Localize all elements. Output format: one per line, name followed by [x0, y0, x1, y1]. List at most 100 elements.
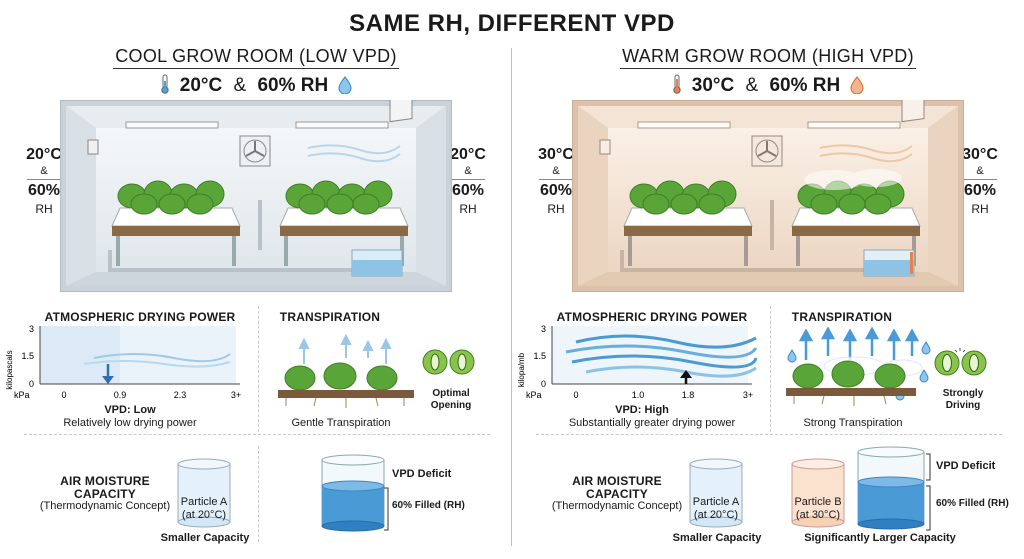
- cool-capacity-sub: (Thermodynamic Concept): [39, 500, 171, 512]
- warm-capacity-heading-2: CAPACITY: [585, 487, 649, 501]
- cool-capacity-heading-2: CAPACITY: [73, 487, 137, 501]
- ac-unit-icon: [901, 100, 925, 123]
- deficit-label: VPD Deficit: [936, 460, 996, 472]
- side-rh-value: 60%: [27, 182, 61, 199]
- vpd-marker-arrow: [680, 370, 692, 378]
- thermometer-icon: [673, 74, 682, 94]
- dashed-separator: [770, 306, 771, 432]
- warm-capacity-sub: (Thermodynamic Concept): [551, 500, 683, 512]
- cool-vpd-label: VPD: Low: [104, 404, 156, 416]
- cool-transpiration-caption: Gentle Transpiration: [291, 417, 391, 429]
- filled-label: 60% Filled (RH): [392, 500, 465, 511]
- warm-temp: 30°C: [691, 75, 735, 96]
- warm-rh: 60% RH: [769, 75, 841, 96]
- lettuce-plants: [117, 180, 393, 215]
- lettuce-plants: [629, 180, 905, 215]
- warm-x-tick: 1.8: [682, 390, 695, 400]
- warm-axis-label: kilopa/mb: [517, 352, 526, 387]
- cool-room-panel: COOL GROW ROOM (LOW VPD) 20°C & 60% RH 2…: [0, 46, 512, 544]
- dashed-separator: [258, 306, 259, 432]
- side-amp: &: [552, 165, 560, 177]
- cool-drying-heading: ATMOSPHERIC DRYING POWER: [44, 310, 236, 324]
- cool-side-label-right: 20°C & 60% RH: [436, 145, 500, 219]
- particle-a-caption: Smaller Capacity: [672, 532, 762, 544]
- side-temp: 20°C: [450, 146, 486, 163]
- particle-a-cylinder: [177, 458, 231, 528]
- cool-transpiration-heading: TRANSPIRATION: [279, 310, 381, 324]
- warm-x-tick: 0: [573, 390, 578, 400]
- warm-drying-caption: Substantially greater drying power: [568, 417, 736, 429]
- grow-light: [637, 121, 731, 129]
- warm-panel-title: WARM GROW ROOM (HIGH VPD): [512, 46, 1024, 69]
- water-drop-icon: [337, 76, 352, 95]
- particle-a-temp: (at 20°C): [693, 509, 739, 521]
- thermometer-icon: [161, 74, 170, 94]
- warm-transpiration-illustration: [786, 326, 931, 406]
- cool-x-tick: 2.3: [174, 390, 187, 400]
- side-rh-value: 60%: [451, 182, 485, 199]
- cool-y-tick: 0: [29, 379, 34, 389]
- warm-amp: &: [745, 75, 759, 96]
- cool-stomata-label-1: Optimal: [432, 388, 470, 399]
- particle-b-temp: (at 30°C): [795, 509, 841, 521]
- side-temp: 20°C: [26, 146, 62, 163]
- warm-drying-heading: ATMOSPHERIC DRYING POWER: [556, 310, 748, 324]
- warm-transpiration-heading: TRANSPIRATION: [791, 310, 893, 324]
- warm-room-panel: WARM GROW ROOM (HIGH VPD) 30°C & 60% RH …: [512, 0, 1024, 559]
- particle-a-caption: Smaller Capacity: [160, 532, 250, 544]
- cool-y-tick: 1.5: [21, 351, 34, 361]
- water-reservoir: [863, 249, 915, 277]
- warm-capacity-heading-1: AIR MOISTURE: [572, 474, 662, 488]
- rh-fill: [858, 482, 924, 524]
- cool-x-tick: 3+: [231, 390, 241, 400]
- water-drop-icon: [849, 76, 864, 95]
- warm-x-tick: 3+: [743, 390, 753, 400]
- thermostat-icon: [599, 139, 611, 155]
- moisture-capacity-cylinder: [321, 454, 385, 532]
- filled-bracket: [384, 487, 389, 531]
- warm-transpiration-caption: Strong Transpiration: [803, 417, 903, 429]
- particle-b-caption: Significantly Larger Capacity: [804, 532, 956, 544]
- cool-side-label-left: 20°C & 60% RH: [12, 145, 76, 219]
- grow-light: [125, 121, 219, 129]
- warm-x-tick: 1.0: [632, 390, 645, 400]
- cool-panel-title: COOL GROW ROOM (LOW VPD): [0, 46, 512, 69]
- capacity-brackets: [926, 453, 931, 531]
- particle-b-name: Particle B: [794, 496, 842, 508]
- side-temp: 30°C: [538, 146, 574, 163]
- warm-y-tick: 0: [541, 379, 546, 389]
- cool-panel-title-text: COOL GROW ROOM (LOW VPD): [113, 46, 399, 69]
- grow-light: [295, 121, 389, 129]
- deficit-label: VPD Deficit: [392, 468, 452, 480]
- cool-x-tick: 0: [61, 390, 66, 400]
- side-rh-label: RH: [35, 202, 53, 216]
- fan-icon: [751, 135, 783, 167]
- cool-drying-chart: kilopascals 3 1.5 0 kPa 0 0.9 2.3 3+: [5, 324, 241, 400]
- side-temp: 30°C: [962, 146, 998, 163]
- cool-axis-label: kilopascals: [5, 350, 14, 389]
- side-rh-value: 60%: [963, 182, 997, 199]
- moisture-capacity-cylinder: [857, 446, 925, 530]
- warm-stomata-label-1: Strongly: [942, 388, 984, 399]
- particle-a-cylinder: [689, 458, 743, 528]
- side-rh-label: RH: [971, 202, 989, 216]
- cool-x-unit: kPa: [14, 390, 30, 400]
- cool-grow-room-illustration: [60, 100, 452, 292]
- dashed-separator: [24, 434, 490, 435]
- side-rh-value: 60%: [539, 182, 573, 199]
- warm-conditions: 30°C & 60% RH: [512, 74, 1024, 97]
- thermostat-icon: [87, 139, 99, 155]
- warm-panel-title-text: WARM GROW ROOM (HIGH VPD): [620, 46, 916, 69]
- cool-stomata-label-2: Opening: [430, 400, 472, 411]
- particle-a-name: Particle A: [692, 496, 740, 508]
- warm-vpd-label: VPD: High: [615, 404, 669, 416]
- page-title: SAME RH, DIFFERENT VPD: [349, 10, 675, 37]
- stomata-driving-icon: [934, 348, 987, 376]
- warm-side-label-left: 30°C & 60% RH: [524, 145, 588, 219]
- side-rh-label: RH: [547, 202, 565, 216]
- warm-grow-room-illustration: [572, 100, 964, 292]
- fan-icon: [239, 135, 271, 167]
- cool-rh: 60% RH: [257, 75, 329, 96]
- side-amp: &: [40, 165, 48, 177]
- water-reservoir: [351, 249, 403, 277]
